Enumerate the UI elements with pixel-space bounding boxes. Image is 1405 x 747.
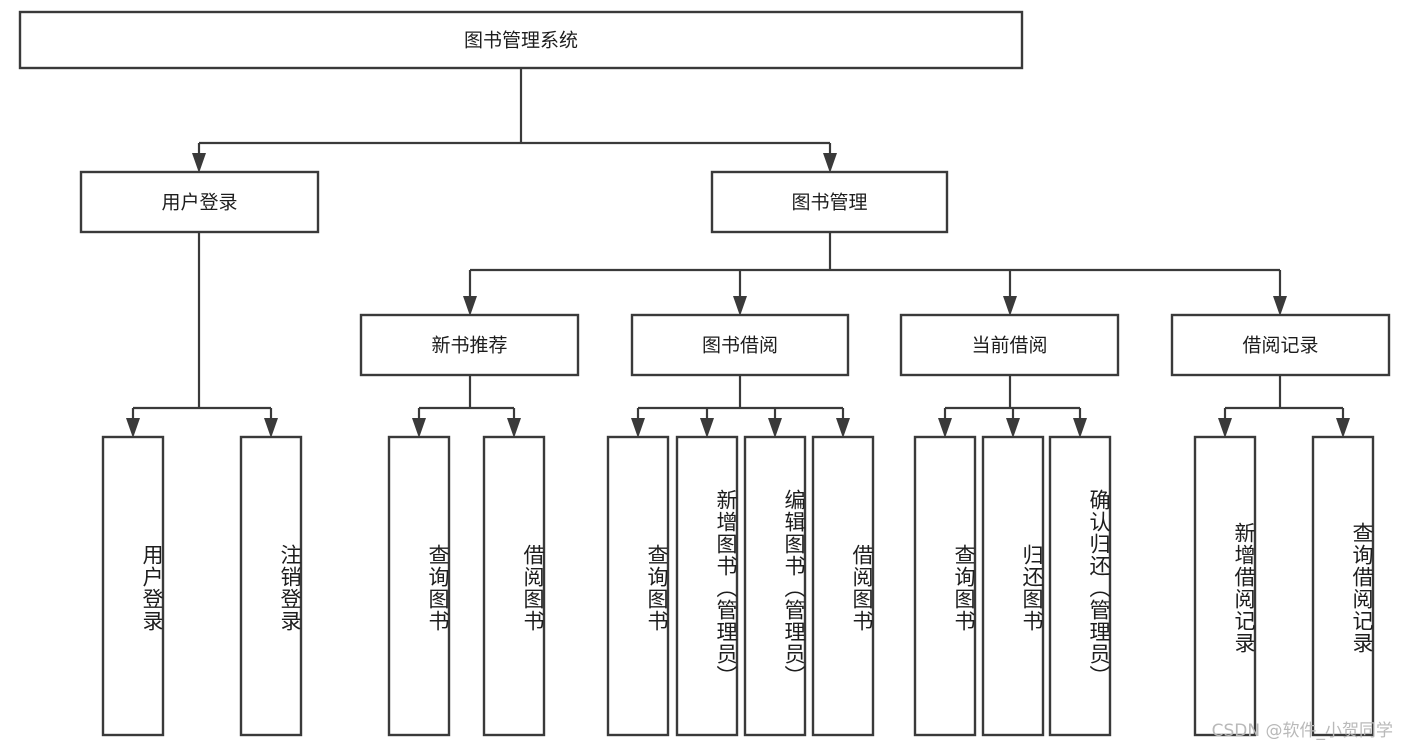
node-level1-0-label: 用户登录 — [161, 192, 237, 214]
node-level1-1-box[interactable] — [710, 170, 949, 234]
group-1-drop-2-arrow-icon — [768, 418, 782, 438]
node-leaf-7-box[interactable] — [811, 435, 875, 737]
group-1-drop-1-arrow-icon — [700, 418, 714, 438]
node-level2-1-label: 图书借阅 — [702, 335, 778, 357]
group-0-drop-0-arrow-icon — [412, 418, 426, 438]
node-level2-3-box[interactable] — [1170, 313, 1391, 377]
node-level2-1-box[interactable] — [630, 313, 850, 377]
manage-drop-1-arrow-icon — [733, 296, 747, 316]
node-leaf-4-box[interactable] — [606, 435, 670, 737]
group-2-drop-1-arrow-icon — [1006, 418, 1020, 438]
manage-drop-0-arrow-icon — [463, 296, 477, 316]
node-leaf-9-box[interactable] — [981, 435, 1045, 737]
node-leaf-0-box[interactable] — [101, 435, 165, 737]
node-level1-0-box[interactable] — [79, 170, 320, 234]
node-root-title-label: 图书管理系统 — [464, 30, 578, 52]
root-drop-1-arrow-icon — [823, 153, 837, 173]
node-leaf-11-box[interactable] — [1193, 435, 1257, 737]
group-1-drop-0-arrow-icon — [631, 418, 645, 438]
node-leaf-2-box[interactable] — [387, 435, 451, 737]
group-3-drop-1-arrow-icon — [1336, 418, 1350, 438]
node-leaf-10-box[interactable] — [1048, 435, 1112, 737]
node-level1-1-label: 图书管理 — [791, 192, 867, 214]
node-leaf-12-box[interactable] — [1311, 435, 1375, 737]
node-leaf-8-box[interactable] — [913, 435, 977, 737]
node-level2-2-label: 当前借阅 — [971, 335, 1047, 357]
node-leaf-3-box[interactable] — [482, 435, 546, 737]
node-leaf-6-box[interactable] — [743, 435, 807, 737]
login-drop-0-arrow-icon — [126, 418, 140, 438]
node-level2-2-box[interactable] — [899, 313, 1120, 377]
node-level2-0-label: 新书推荐 — [431, 335, 507, 357]
manage-drop-2-arrow-icon — [1003, 296, 1017, 316]
node-leaf-5-box[interactable] — [675, 435, 739, 737]
group-1-drop-3-arrow-icon — [836, 418, 850, 438]
node-root-title-box[interactable] — [18, 10, 1024, 70]
group-2-drop-0-arrow-icon — [938, 418, 952, 438]
node-level2-3-label: 借阅记录 — [1242, 335, 1318, 357]
group-2-drop-2-arrow-icon — [1073, 418, 1087, 438]
node-level2-0-box[interactable] — [359, 313, 580, 377]
manage-drop-3-arrow-icon — [1273, 296, 1287, 316]
root-drop-0-arrow-icon — [192, 153, 206, 173]
group-3-drop-0-arrow-icon — [1218, 418, 1232, 438]
group-0-drop-1-arrow-icon — [507, 418, 521, 438]
node-leaf-1-box[interactable] — [239, 435, 303, 737]
login-drop-1-arrow-icon — [264, 418, 278, 438]
